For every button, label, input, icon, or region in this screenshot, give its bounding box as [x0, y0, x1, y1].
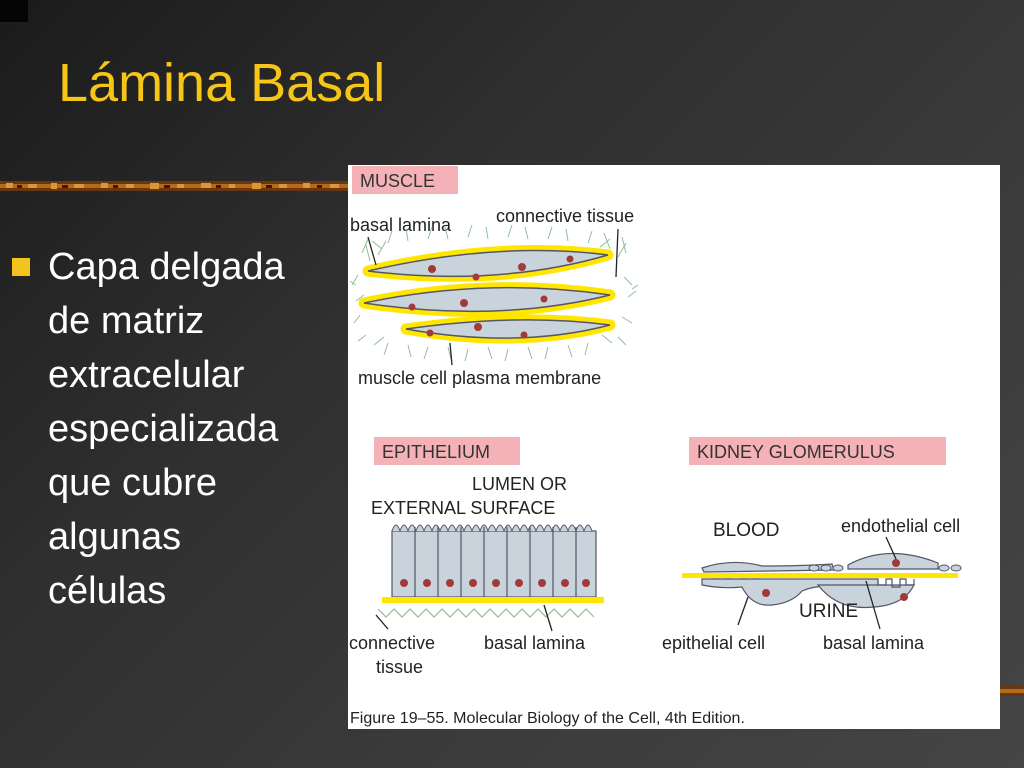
basal-lamina-pointer: [367, 236, 377, 266]
epithelium-connective-label-line1: connective: [349, 633, 435, 653]
muscle-section-label: MUSCLE: [360, 171, 435, 191]
bullet-line: de matriz: [48, 300, 205, 342]
epithelium-connective-pointer: [375, 614, 389, 630]
plasma-membrane-pointer: [449, 342, 453, 366]
connective-tissue-pointer: [615, 228, 619, 278]
bullet-line: algunas: [48, 516, 182, 558]
bullet-square-icon: [12, 258, 30, 276]
kidney-blood-label: BLOOD: [713, 520, 780, 541]
muscle-connective-tissue-label: connective tissue: [496, 206, 634, 226]
bullet-line: especializada: [48, 408, 279, 450]
bullet-line: que cubre: [48, 462, 218, 504]
muscle-label-box: [352, 166, 458, 194]
epithelium-section-label: EPITHELIUM: [382, 442, 490, 462]
lumen-label-line1: LUMEN OR: [472, 474, 567, 494]
slide-title: Lámina Basal: [58, 53, 386, 113]
bullet-line: células: [48, 570, 167, 612]
epithelium-basal-lamina-label: basal lamina: [484, 633, 586, 653]
bullet-text: Capa delgada de matriz extracelular espe…: [48, 240, 348, 618]
bullet-line: extracelular: [48, 354, 245, 396]
muscle-basal-lamina-label: basal lamina: [350, 215, 452, 235]
epithelial-cells: [377, 524, 604, 618]
figure-caption: Figure 19–55. Molecular Biology of the C…: [350, 710, 745, 727]
corner-block: [0, 0, 28, 22]
kidney-basal-pointer: [865, 580, 881, 630]
figure-diagram: MUSCLE basal lamina connective tissue: [349, 166, 962, 727]
decorative-divider: [0, 181, 352, 191]
epithelium-connective-label-line2: tissue: [376, 657, 423, 677]
kidney-urine-label: URINE: [799, 601, 858, 622]
glomerulus-structure: [682, 552, 962, 609]
epithelium-label-box: [374, 437, 520, 465]
kidney-endothelial-label: endothelial cell: [841, 516, 960, 536]
lumen-label-line2: EXTERNAL SURFACE: [371, 498, 555, 518]
kidney-section-label: KIDNEY GLOMERULUS: [697, 442, 895, 462]
connective-tissue-fibres: [349, 224, 639, 362]
decorative-divider-right: [1000, 686, 1024, 696]
muscle-plasma-membrane-label: muscle cell plasma membrane: [358, 368, 601, 388]
muscle-cells: [358, 245, 616, 344]
basal-lamina-figure: MUSCLE basal lamina connective tissue: [348, 165, 1000, 729]
kidney-epithelial-label: epithelial cell: [662, 633, 765, 653]
endothelial-pointer: [885, 536, 897, 560]
epithelium-basal-pointer: [543, 604, 553, 632]
kidney-basal-lamina-label: basal lamina: [823, 633, 925, 653]
bullet-line: Capa delgada: [48, 246, 285, 288]
epithelial-cell-pointer: [737, 596, 749, 626]
kidney-label-box: [689, 437, 946, 465]
